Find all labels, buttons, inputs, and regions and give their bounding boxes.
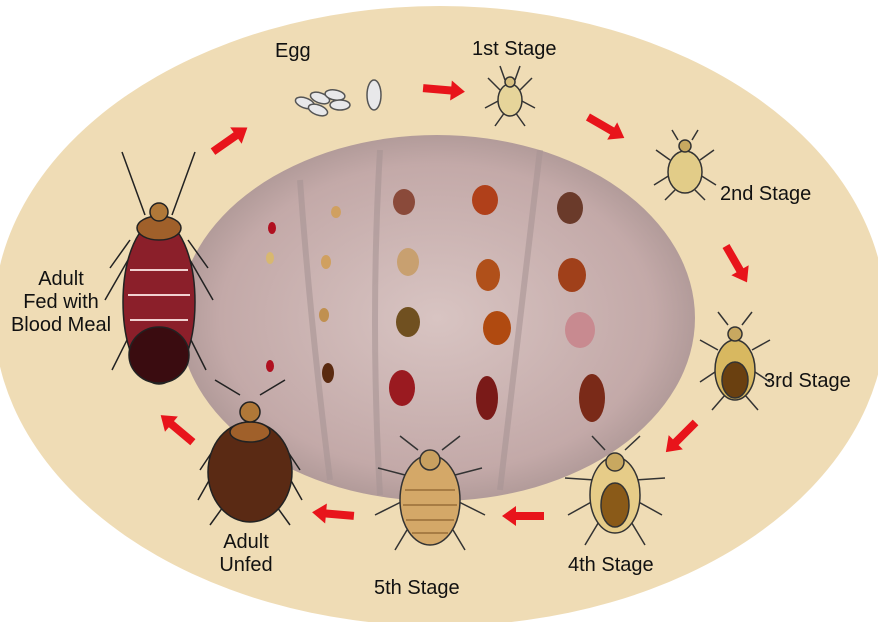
label-4th-stage: 4th Stage — [568, 554, 654, 576]
arrow-icon — [502, 506, 544, 526]
label-2nd-stage: 2nd Stage — [720, 183, 812, 205]
arrow-icon — [585, 113, 625, 140]
nymph-5th-stage-icon — [374, 435, 486, 551]
finger-creases — [297, 149, 543, 496]
cycle-arrows — [160, 80, 749, 526]
label-1st-stage: 1st Stage — [472, 38, 557, 60]
arrow-icon — [722, 243, 749, 283]
label-adult-fed: Adult Fed with Blood Meal — [2, 268, 120, 337]
arrow-icon — [160, 415, 196, 446]
label-line: Unfed — [219, 554, 273, 576]
nymph-1st-stage-icon — [484, 65, 536, 127]
arrow-icon — [312, 503, 355, 524]
egg-icon — [294, 79, 382, 117]
label-adult-unfed: Adult Unfed — [216, 531, 276, 577]
adult-unfed-icon — [197, 379, 303, 526]
arrow-icon — [422, 80, 465, 101]
photo-bed-bugs-on-hand — [179, 135, 695, 501]
adult-fed-with-blood-meal-icon — [104, 151, 214, 385]
nymph-4th-stage-icon — [564, 435, 666, 546]
nymph-3rd-stage-icon — [699, 311, 771, 411]
label-3rd-stage: 3rd Stage — [764, 370, 851, 392]
label-line: Fed with — [23, 291, 99, 313]
label-5th-stage: 5th Stage — [374, 577, 460, 599]
label-line: Blood Meal — [10, 314, 112, 336]
arrow-icon — [210, 127, 248, 155]
label-line: Adult — [223, 531, 269, 553]
label-egg: Egg — [275, 40, 311, 62]
photo-bugs — [266, 185, 605, 422]
arrow-icon — [665, 419, 699, 453]
nymph-2nd-stage-icon — [653, 129, 717, 201]
label-line: Adult — [38, 268, 84, 290]
